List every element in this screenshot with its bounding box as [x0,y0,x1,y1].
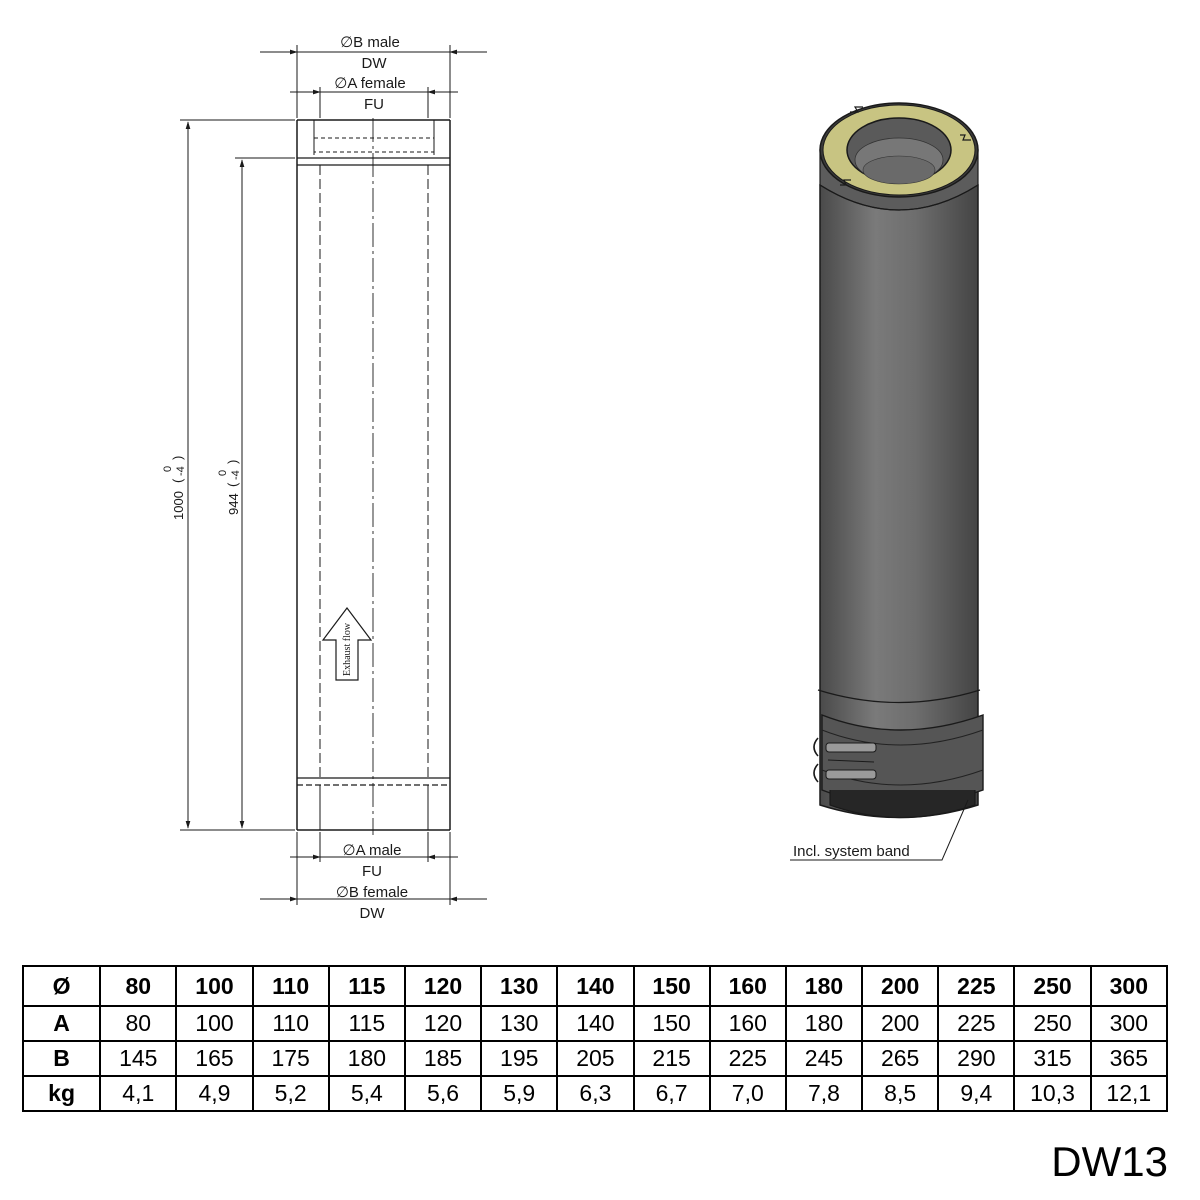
a-female-code: FU [364,96,384,113]
b-female-code: DW [360,905,386,922]
table-cell: 120 [403,1005,483,1042]
diameter-header-cell: 100 [175,965,254,1007]
table-cell: 245 [784,1040,864,1077]
table-cell: 12,1 [1089,1075,1169,1112]
tolerance-lower: -4 [175,466,187,476]
diameter-header-cell: 300 [1089,965,1169,1007]
table-cell: 200 [861,1005,940,1042]
length-effective-label: 944 ( 0 -4 ) [217,460,242,515]
table-cell: 225 [937,1005,1016,1042]
length-dimensions [180,119,295,831]
diameter-header-cell: 120 [403,965,483,1007]
table-cell: 195 [480,1040,559,1077]
length-total-label: 1000 ( 0 -4 ) [162,456,187,520]
tolerance-upper-2: 0 [217,470,229,476]
svg-text:(: ( [225,482,240,487]
length-total-value: 1000 [171,491,186,520]
table-cell: 115 [327,1005,406,1042]
diameter-header-cell: 160 [708,965,787,1007]
table-cell: 215 [632,1040,711,1077]
row-label: B [21,1040,102,1077]
bottom-dimensions [260,832,487,905]
diameter-header-cell: 140 [556,965,635,1007]
diameter-header-cell: 225 [937,965,1016,1007]
b-male-label: ∅B male [340,34,400,51]
table-cell: 100 [175,1005,254,1042]
top-dimensions [260,45,487,118]
exhaust-flow-label: Exhaust flow [342,622,353,676]
diameter-header-cell: 150 [632,965,711,1007]
table-cell: 175 [251,1040,330,1077]
length-effective-value: 944 [226,493,241,515]
pipe-3d-rendering: Incl. system band [790,102,984,861]
table-cell: 180 [327,1040,406,1077]
svg-text:): ) [225,460,240,464]
table-cell: 265 [861,1040,940,1077]
a-male-label: ∅A male [343,842,402,859]
diameter-header-cell: 110 [251,965,330,1007]
b-female-label: ∅B female [336,884,408,901]
table-cell: 250 [1013,1005,1092,1042]
diameter-header-cell: 180 [784,965,864,1007]
table-cell: 7,0 [708,1075,787,1112]
table-cell: 300 [1089,1005,1169,1042]
table-cell: 5,4 [327,1075,406,1112]
table-cell: 315 [1013,1040,1092,1077]
table-cell: 150 [632,1005,711,1042]
table-cell: 290 [937,1040,1016,1077]
diameter-header-cell: 115 [327,965,406,1007]
table-cell: 6,7 [632,1075,711,1112]
table-cell: 5,2 [251,1075,330,1112]
diameter-header: Ø [21,965,102,1007]
table-cell: 160 [708,1005,787,1042]
table-cell: 80 [99,1005,178,1042]
diameter-header-cell: 80 [99,965,178,1007]
table-cell: 5,6 [403,1075,483,1112]
table-cell: 130 [480,1005,559,1042]
table-cell: 7,8 [784,1075,864,1112]
table-cell: 140 [556,1005,635,1042]
row-label: A [21,1005,102,1042]
exhaust-flow-arrow: Exhaust flow [321,607,373,681]
table-cell: 6,3 [556,1075,635,1112]
table-cell: 145 [99,1040,178,1077]
table-cell: 9,4 [937,1075,1016,1112]
tolerance-lower-2: -4 [230,470,242,480]
svg-text:(: ( [170,478,185,483]
diameter-header-cell: 130 [480,965,559,1007]
row-label: kg [21,1075,102,1112]
b-male-code: DW [362,55,388,72]
table-cell: 4,1 [99,1075,178,1112]
table-cell: 110 [251,1005,330,1042]
a-female-label: ∅A female [334,75,405,92]
system-band-label: Incl. system band [793,843,910,860]
table-cell: 10,3 [1013,1075,1092,1112]
table-cell: 185 [403,1040,483,1077]
table-cell: 205 [556,1040,635,1077]
diameter-header-cell: 250 [1013,965,1092,1007]
table-cell: 365 [1089,1040,1169,1077]
svg-text:): ) [170,456,185,460]
table-cell: 8,5 [861,1075,940,1112]
pipe-section-view [296,118,451,835]
tolerance-upper: 0 [162,466,174,472]
table-cell: 165 [175,1040,254,1077]
system-band-clamp [813,737,877,783]
table-cell: 4,9 [175,1075,254,1112]
technical-drawing: Exhaust flow ∅B male DW ∅A female FU ∅A … [162,34,984,922]
a-male-code: FU [362,863,382,880]
table-cell: 180 [784,1005,864,1042]
diameter-header-cell: 200 [861,965,940,1007]
product-code: DW13 [1051,1138,1168,1185]
table-cell: 225 [708,1040,787,1077]
table-cell: 5,9 [480,1075,559,1112]
